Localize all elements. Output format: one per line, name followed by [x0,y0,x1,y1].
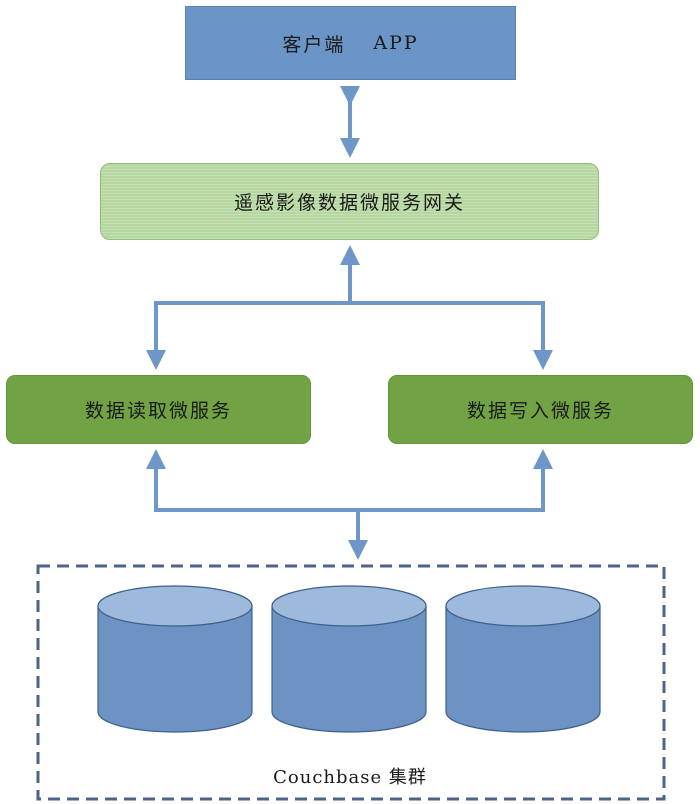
couchbase-cluster-boundary [36,564,666,801]
read-service-label: 数据读取微服务 [84,400,232,422]
cluster-label: Couchbase 集群 [273,767,427,788]
gateway-box: 遥感影像数据微服务网关 [100,163,599,240]
write-service-label: 数据写入微服务 [466,400,614,422]
database-node-2-icon [271,585,427,733]
database-node-3-icon [445,585,601,733]
write-service-box: 数据写入微服务 [388,375,693,444]
client-app-box: 客户端 APP [185,6,516,80]
read-service-box: 数据读取微服务 [6,375,311,444]
database-node-1-icon [97,585,253,733]
client-app-label: APP [373,32,419,54]
client-label: 客户端 [282,33,346,56]
gateway-label: 遥感影像数据微服务网关 [233,192,465,214]
